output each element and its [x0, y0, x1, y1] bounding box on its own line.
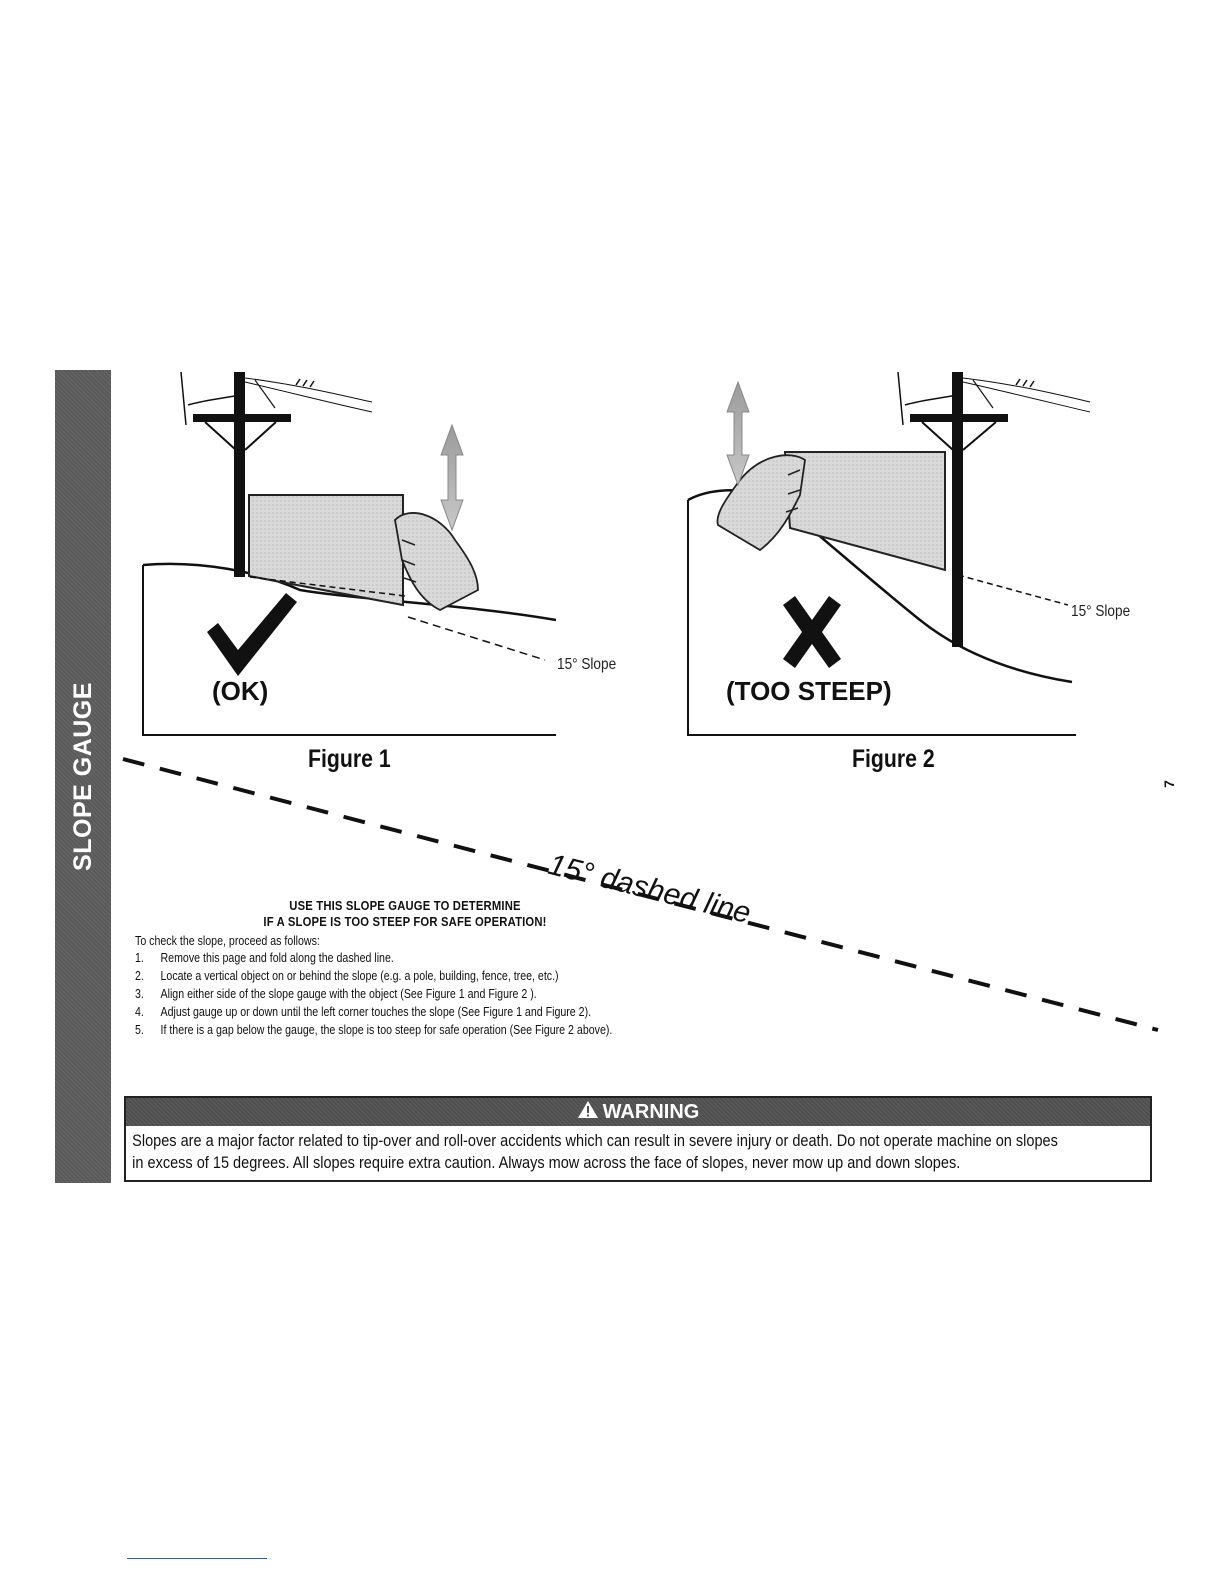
- step-item: 1.Remove this page and fold along the da…: [135, 951, 394, 965]
- figure-1-slope-label: 15° Slope: [557, 656, 617, 673]
- page-number: 7: [1160, 780, 1177, 788]
- figure-1-caption: Figure 1: [308, 745, 391, 773]
- warning-text: Slopes are a major factor related to tip…: [132, 1132, 1058, 1172]
- up-down-arrow-icon: [440, 423, 464, 532]
- slope-gauge-board-2: [783, 451, 946, 572]
- checkmark-icon: [207, 593, 297, 676]
- figure-2-status: (TOO STEEP): [726, 676, 892, 706]
- side-tab: SLOPE GAUGE: [55, 370, 111, 1183]
- warning-title: WARNING: [602, 1100, 700, 1123]
- warning-box: WARNING Slopes are a major factor relate…: [124, 1096, 1152, 1182]
- step-item: 3.Align either side of the slope gauge w…: [135, 987, 537, 1001]
- fold-dashed-line: [122, 757, 1159, 1032]
- utility-pole-icon-2: [952, 372, 963, 647]
- instructions-heading-2: IF A SLOPE IS TOO STEEP FOR SAFE OPERATI…: [263, 915, 547, 929]
- warning-triangle-icon: [577, 1100, 599, 1125]
- hand-icon: [394, 512, 479, 612]
- footer-rule: [127, 1558, 267, 1559]
- figure-2-illustration: [687, 371, 1091, 736]
- figure-1-status: (OK): [212, 676, 269, 706]
- hand-icon-2: [716, 454, 806, 552]
- x-mark-icon: [783, 596, 841, 668]
- figure-2-caption: Figure 2: [852, 745, 935, 773]
- slope-gauge-board: [248, 494, 404, 607]
- figure-2-slope-label: 15° Slope: [1071, 603, 1131, 620]
- step-item: 5.If there is a gap below the gauge, the…: [135, 1023, 613, 1037]
- figure-1-illustration: [142, 371, 557, 736]
- instructions-intro: To check the slope, proceed as follows:: [135, 934, 320, 948]
- up-down-arrow-icon-2: [726, 380, 750, 487]
- warning-header: WARNING: [126, 1098, 1150, 1126]
- step-item: 2.Locate a vertical object on or behind …: [135, 969, 559, 983]
- instructions-steps: 1.Remove this page and fold along the da…: [135, 951, 612, 1041]
- instructions-heading-1: USE THIS SLOPE GAUGE TO DETERMINE: [289, 899, 521, 913]
- utility-pole-icon: [234, 372, 245, 577]
- step-item: 4.Adjust gauge up or down until the left…: [135, 1005, 592, 1019]
